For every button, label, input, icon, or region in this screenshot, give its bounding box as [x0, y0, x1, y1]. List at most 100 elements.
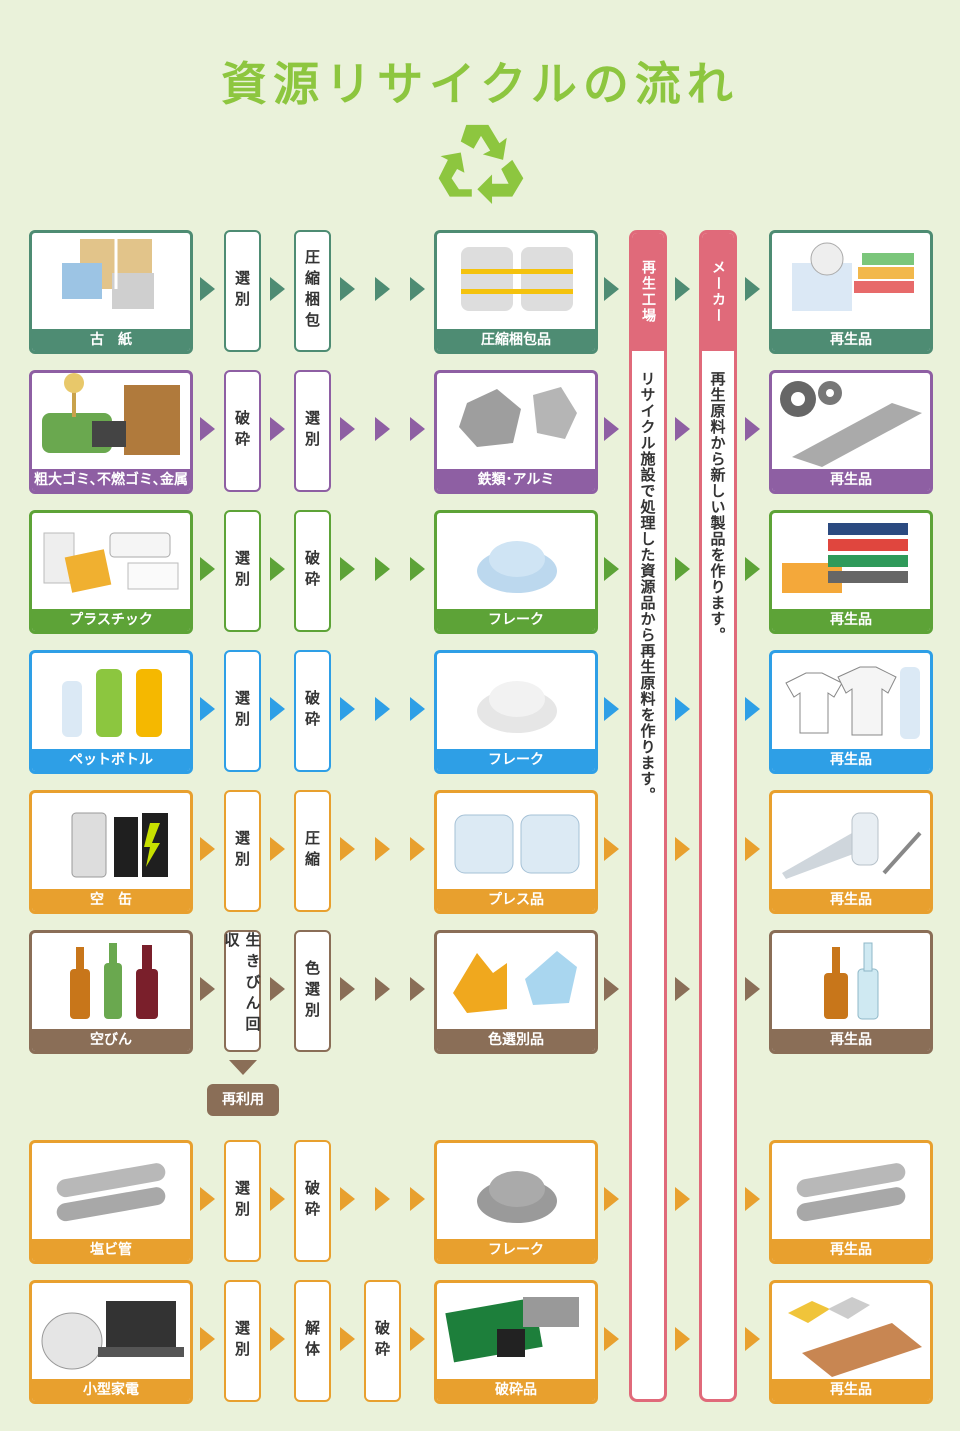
material-card: フレーク — [434, 1140, 598, 1264]
flow-arrow — [270, 277, 285, 301]
process-step-label: 破砕 — [373, 1320, 391, 1362]
pet-bottles-icon — [62, 669, 162, 737]
process-step-label: 破砕 — [303, 1180, 321, 1222]
recycle-icon — [438, 124, 524, 204]
flow-arrow — [410, 977, 425, 1001]
flow-arrow — [675, 697, 690, 721]
flow-arrow — [270, 1187, 285, 1211]
flow-arrow — [745, 1187, 760, 1211]
source-card: プラスチック — [29, 510, 193, 634]
flow-arrow — [375, 977, 390, 1001]
flow-arrow — [340, 697, 355, 721]
process-step: 破砕 — [364, 1280, 401, 1402]
source-label: プラスチック — [32, 609, 190, 631]
flow-arrow — [675, 277, 690, 301]
flow-arrow — [340, 977, 355, 1001]
scrap-metal-icon — [459, 387, 577, 447]
material-card: フレーク — [434, 650, 598, 774]
cullet-icon — [453, 951, 577, 1013]
clothes-bottle-icon — [785, 666, 920, 739]
process-step: 選別 — [224, 650, 261, 772]
process-step: 選別 — [224, 1280, 261, 1402]
material-card: 色選別品 — [434, 930, 598, 1054]
flow-arrow — [410, 1327, 425, 1351]
material-card: 圧縮梱包品 — [434, 230, 598, 354]
flow-arrow — [200, 557, 215, 581]
product-label: 再生品 — [772, 609, 930, 631]
flow-arrow — [200, 977, 215, 1001]
process-step-label: 圧縮梱包 — [303, 249, 321, 333]
source-label: ペットボトル — [32, 749, 190, 771]
flow-arrow — [375, 697, 390, 721]
gears-plate-icon — [780, 381, 922, 467]
process-step: 解体 — [294, 1280, 331, 1402]
source-label: 小型家電 — [32, 1379, 190, 1401]
flow-row: プラスチック選別破砕フレーク再生品 — [0, 510, 960, 634]
material-label: 圧縮梱包品 — [437, 329, 595, 351]
flow-arrow — [340, 1187, 355, 1211]
flow-arrow — [340, 277, 355, 301]
flow-row: 古 紙選別圧縮梱包圧縮梱包品再生品 — [0, 230, 960, 354]
material-card: 鉄類･アルミ — [434, 370, 598, 494]
product-label: 再生品 — [772, 329, 930, 351]
flow-arrow — [745, 697, 760, 721]
product-card: 再生品 — [769, 230, 933, 354]
process-step: 選別 — [224, 510, 261, 632]
flow-arrow — [604, 977, 619, 1001]
material-label: 色選別品 — [437, 1029, 595, 1051]
bales-icon — [461, 247, 573, 311]
circuit-boards-icon — [445, 1297, 579, 1363]
source-card: ペットボトル — [29, 650, 193, 774]
flow-arrow — [410, 697, 425, 721]
source-card: 塩ビ管 — [29, 1140, 193, 1264]
product-label: 再生品 — [772, 1379, 930, 1401]
flow-arrow — [604, 837, 619, 861]
material-label: フレーク — [437, 749, 595, 771]
product-card: 再生品 — [769, 510, 933, 634]
process-step: 選別 — [224, 230, 261, 352]
flow-arrow — [375, 837, 390, 861]
product-label: 再生品 — [772, 749, 930, 771]
maker-column: メーカー 再生原料から新しい製品を作ります。 — [699, 230, 737, 1402]
process-step-label: 圧縮 — [303, 830, 321, 872]
product-card: 再生品 — [769, 370, 933, 494]
material-label: フレーク — [437, 609, 595, 631]
process-step-label: 選別 — [233, 830, 251, 872]
flow-arrow — [340, 417, 355, 441]
product-card: 再生品 — [769, 790, 933, 914]
process-step: 圧縮 — [294, 790, 331, 912]
flow-row: 空びん生きびん回収色選別色選別品再生品 — [0, 930, 960, 1054]
flow-arrow — [270, 837, 285, 861]
process-step-label: 選別 — [303, 410, 321, 452]
flow-arrow — [410, 1187, 425, 1211]
factory-column: 再生工場 リサイクル施設で処理した資源品から再生原料を作ります。 — [629, 230, 667, 1402]
page-title: 資源リサイクルの流れ — [221, 57, 739, 111]
source-label: 塩ビ管 — [32, 1239, 190, 1261]
flow-arrow — [200, 697, 215, 721]
process-step-label: 選別 — [233, 690, 251, 732]
product-label: 再生品 — [772, 1029, 930, 1051]
flow-arrow — [745, 977, 760, 1001]
material-card: 破砕品 — [434, 1280, 598, 1404]
flow-arrow — [340, 557, 355, 581]
flow-arrow — [675, 977, 690, 1001]
process-step: 破砕 — [224, 370, 261, 492]
flow-arrow — [410, 837, 425, 861]
process-step-label: 解体 — [303, 1320, 321, 1362]
tissue-books-icon — [792, 242, 914, 311]
pressed-cans-icon — [454, 814, 580, 874]
pvc-pipes-icon — [56, 1163, 166, 1222]
flow-row: 小型家電 選別解体 破砕 破砕品再生品 — [0, 1280, 960, 1404]
material-label: プレス品 — [437, 889, 595, 911]
flow-arrow — [675, 1327, 690, 1351]
flakes-icon — [477, 541, 557, 593]
flow-arrow — [200, 277, 215, 301]
material-card: プレス品 — [434, 790, 598, 914]
maker-description: 再生原料から新しい製品を作ります。 — [708, 371, 727, 643]
process-step: 圧縮梱包 — [294, 230, 331, 352]
flow-arrow — [200, 1327, 215, 1351]
product-card: 再生品 — [769, 1280, 933, 1404]
flow-arrow — [675, 557, 690, 581]
material-label: 鉄類･アルミ — [437, 469, 595, 491]
process-step-label: 破砕 — [303, 690, 321, 732]
